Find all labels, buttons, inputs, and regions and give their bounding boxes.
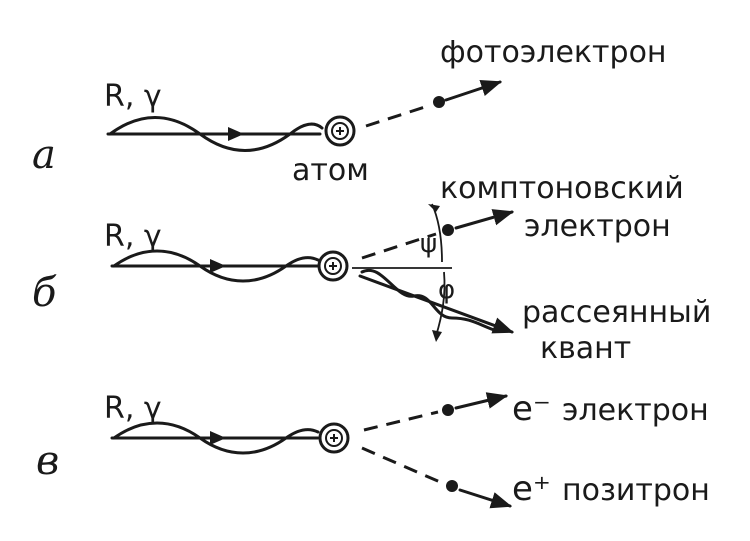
panel-c-beam-arrow <box>210 431 226 445</box>
panel-b-phi-arc <box>435 271 446 337</box>
panel-c-electron-path <box>363 410 439 432</box>
panel-c-positron-path <box>361 446 441 484</box>
panel-b-quantum-wave <box>360 268 496 332</box>
panel-a-electron-dot <box>433 96 445 108</box>
panel-a-product-label: фотоэлектрон <box>440 35 667 70</box>
panel-a-atom <box>324 115 356 147</box>
panel-c-electron-arrow <box>454 392 509 410</box>
panel-b-electron-arrow <box>454 209 515 230</box>
panel-c-photon-wave <box>112 421 320 455</box>
panel-c-electron-dot <box>442 404 454 416</box>
panel-b-quantum-label-line1: рассеянный <box>522 295 711 330</box>
panel-c-positron-dot <box>446 480 458 492</box>
panel-b-electron-dot <box>442 224 454 236</box>
panel-a-beam-arrow <box>228 127 244 141</box>
panel-b-psi-arrow <box>428 204 440 212</box>
panel-b-label: б <box>32 270 57 316</box>
panel-c-positron-symbol: e⁺ <box>512 469 551 509</box>
panel-a-label: а <box>32 132 56 178</box>
panel-c: в R, γ e⁻ электрон e⁺ позитрон <box>36 389 710 509</box>
panel-c-electron-symbol: e⁻ <box>512 389 551 429</box>
panel-b-beam-arrow <box>210 259 226 273</box>
panel-a-electron-path <box>365 104 429 128</box>
panel-c-positron-arrow <box>458 488 513 509</box>
panel-a-photon-wave <box>108 116 324 152</box>
panel-b-atom <box>317 250 349 282</box>
panel-b-angle-phi: φ <box>438 275 455 305</box>
panel-b-electron-path <box>361 232 437 260</box>
panel-b-quantum-line <box>358 274 514 334</box>
panel-c-positron-label: позитрон <box>562 473 710 508</box>
panel-b-quantum-label-line2: квант <box>540 331 631 366</box>
panel-b-phi-arrow <box>432 330 442 342</box>
panel-c-label: в <box>36 438 59 484</box>
panel-c-nucleus <box>318 422 350 454</box>
panel-b: б R, γ ψ φ комптоновский электрон рассея… <box>32 171 711 366</box>
panel-b-photon-wave <box>112 249 320 283</box>
panel-b-radiation-label: R, γ <box>104 219 162 254</box>
panel-a-atom-label: атом <box>292 153 369 188</box>
panel-c-radiation-label: R, γ <box>104 391 162 426</box>
panel-b-electron-label-line1: комптоновский <box>440 171 684 206</box>
panel-b-electron-label-line2: электрон <box>524 209 671 244</box>
panel-b-angle-psi: ψ <box>420 229 437 259</box>
panel-a-electron-arrow <box>444 80 502 102</box>
panel-a-radiation-label: R, γ <box>104 79 162 114</box>
panel-a: а R, γ атом фотоэлектрон <box>32 35 667 188</box>
panel-c-electron-label: электрон <box>562 393 709 428</box>
